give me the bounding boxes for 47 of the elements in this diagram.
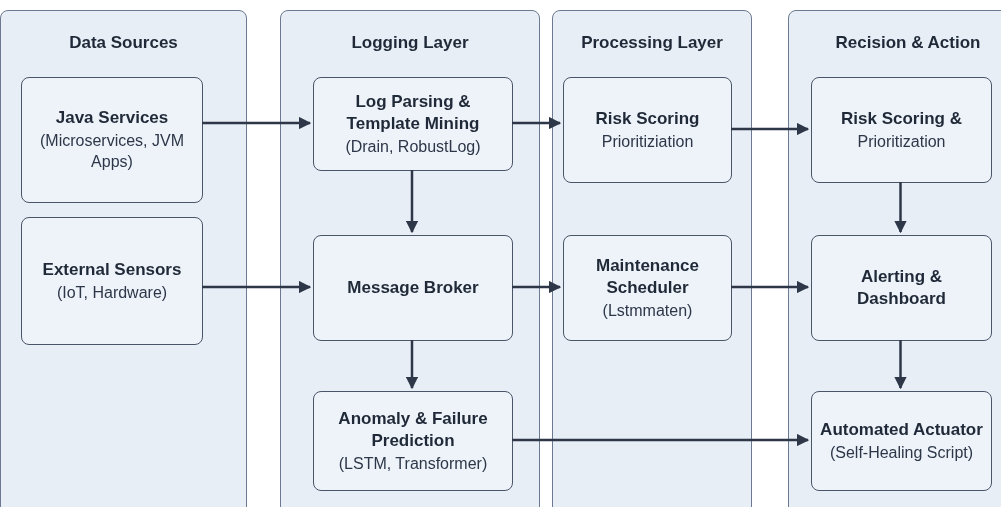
process-box bbox=[21, 77, 203, 203]
arrow bbox=[405, 170, 419, 234]
box-title: Risk Scoring bbox=[595, 107, 700, 130]
box-detail: (Microservices, JVM Apps) bbox=[39, 131, 185, 173]
box-title: Message Broker bbox=[347, 276, 479, 299]
box-title: Java Services bbox=[55, 107, 169, 130]
box-detail: (Self-Healing Script) bbox=[829, 442, 974, 463]
box-title: External Sensors bbox=[42, 258, 182, 281]
box-title: Log Parsing & Template Mining bbox=[345, 90, 481, 135]
box-detail: (Lstmmaten) bbox=[602, 300, 693, 321]
process-box bbox=[313, 391, 513, 491]
layer-panel bbox=[788, 10, 1001, 507]
layer-panel bbox=[552, 10, 752, 507]
box-title: Alerting & Dashboard bbox=[856, 265, 947, 310]
arrow bbox=[894, 340, 907, 390]
process-box bbox=[811, 235, 992, 341]
box-detail: (Drain, RobustLog) bbox=[345, 136, 481, 157]
box-title: Anomaly & Failure Prediction bbox=[337, 407, 489, 452]
arrow bbox=[731, 122, 810, 136]
arrow bbox=[202, 280, 312, 294]
layer-title: Data Sources bbox=[69, 33, 178, 53]
layer-title: Logging Layer bbox=[351, 33, 469, 53]
box-detail: Prioritization bbox=[857, 131, 946, 152]
box-detail: Prioritiziation bbox=[601, 131, 694, 152]
process-box bbox=[313, 235, 513, 341]
arrow bbox=[512, 116, 562, 130]
process-box bbox=[563, 77, 732, 183]
layer-title: Processing Layer bbox=[581, 33, 723, 53]
box-title: Maintenance Scheduler bbox=[595, 254, 700, 299]
process-box bbox=[313, 77, 513, 171]
arrow bbox=[512, 280, 562, 294]
process-box bbox=[21, 217, 203, 345]
arrow bbox=[405, 340, 419, 390]
arrow bbox=[894, 182, 907, 234]
box-detail: (IoT, Hardware) bbox=[56, 282, 168, 303]
arrow bbox=[512, 433, 810, 447]
process-box bbox=[563, 235, 732, 341]
layer-panel bbox=[280, 10, 540, 507]
box-detail: (LSTM, Transformer) bbox=[338, 453, 488, 474]
layer-title: Recision & Action bbox=[835, 33, 981, 53]
box-title: Risk Scoring & bbox=[841, 107, 962, 130]
arrow bbox=[202, 116, 312, 130]
process-box bbox=[811, 77, 992, 183]
arrow bbox=[731, 280, 810, 294]
box-title: Automated Actuator bbox=[820, 418, 983, 441]
layer-panel bbox=[0, 10, 247, 507]
process-box bbox=[811, 391, 992, 491]
